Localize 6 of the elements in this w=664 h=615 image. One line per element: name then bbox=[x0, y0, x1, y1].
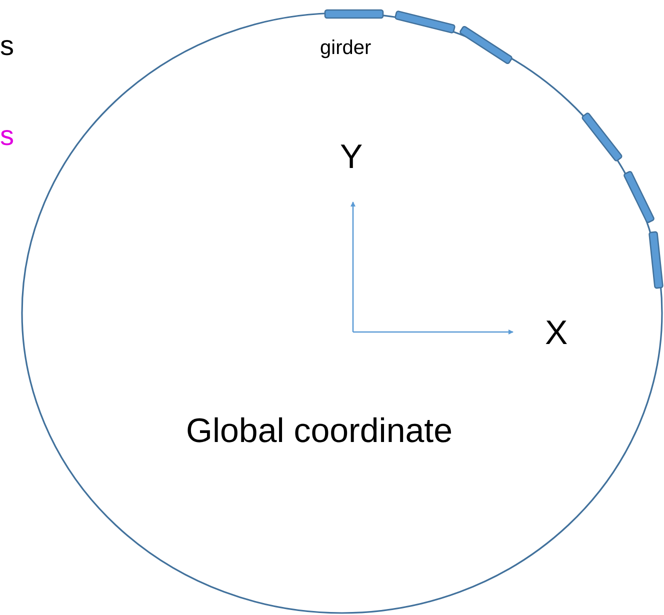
axis-label: X bbox=[545, 316, 568, 350]
diagram-caption: Global coordinate bbox=[186, 414, 453, 448]
part-label: girder bbox=[320, 38, 372, 58]
partial-letter: s bbox=[0, 32, 14, 60]
partial-letter: s bbox=[0, 122, 14, 150]
axis-label: Y bbox=[340, 140, 363, 174]
